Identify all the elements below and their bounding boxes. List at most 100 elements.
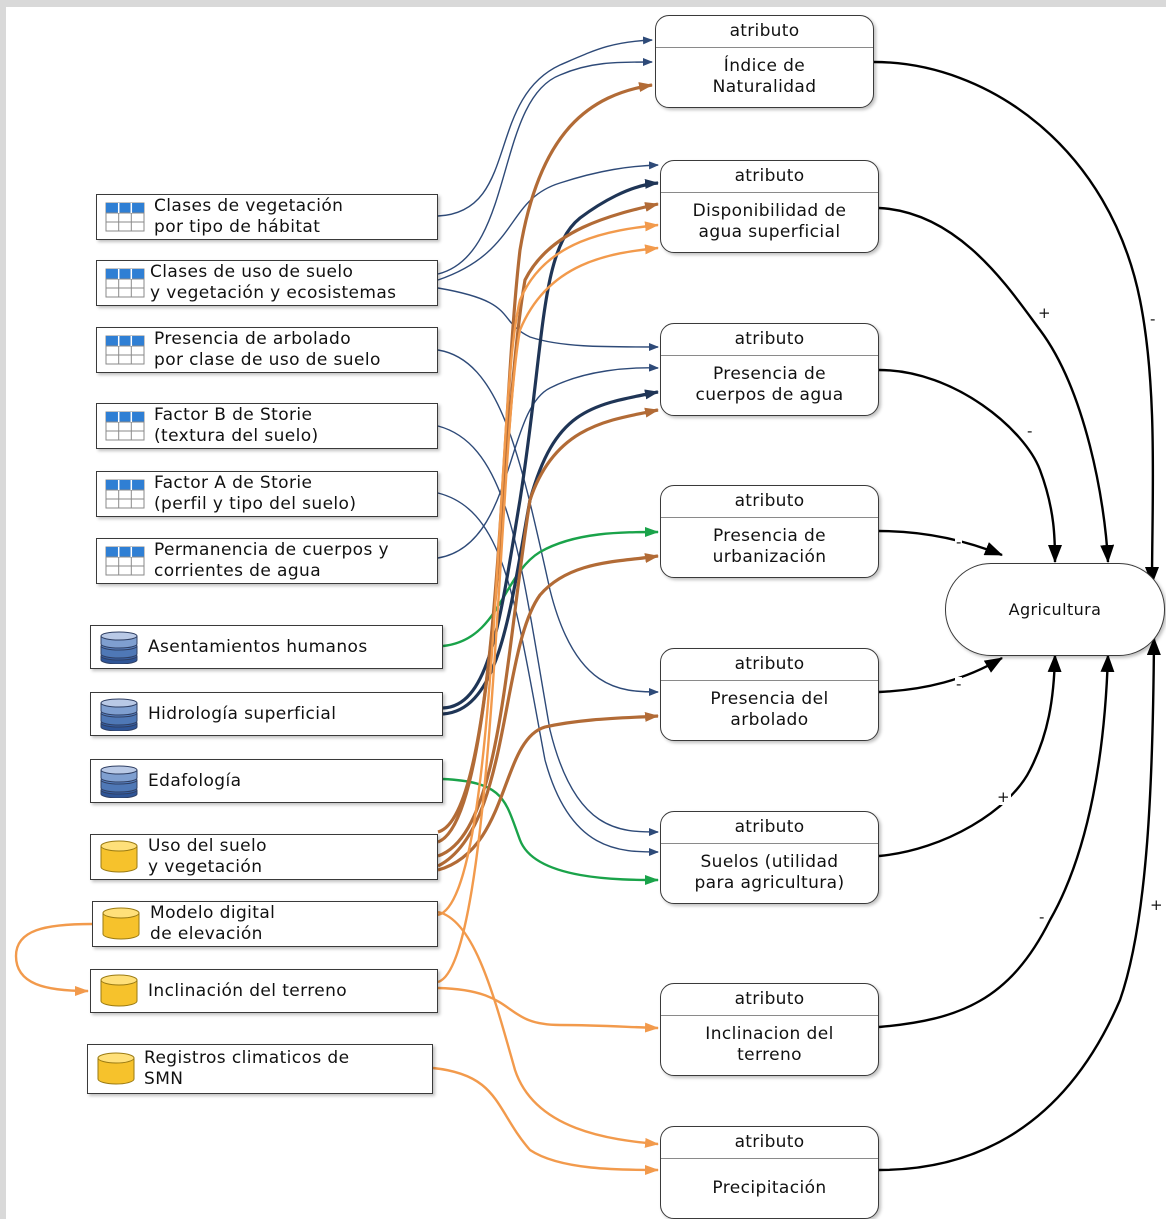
edge-naturalidad-to-agricultura: [873, 60, 1160, 585]
sign-precipitacion: +: [1149, 896, 1164, 914]
edge-arbolado-to-arbolado_attr: [437, 349, 659, 696]
source-permanencia: Permanencia de cuerpos y corrientes de a…: [96, 538, 438, 584]
source-label: Permanencia de cuerpos y corrientes de a…: [154, 540, 390, 581]
sign-suelos: +: [996, 788, 1011, 806]
attribute-agua-superficial: atributo Disponibilidad de agua superfic…: [660, 160, 879, 253]
edge-agua_sup-to-agricultura: [878, 206, 1115, 563]
edge-asentamientos-to-urbanizacion: [442, 527, 659, 648]
sign-urbanizacion: -: [955, 533, 963, 551]
edge-uso_suelo-to-arbolado_attr: [437, 711, 659, 872]
target-agricultura: Agricultura: [945, 563, 1165, 656]
attribute-label: Suelos (utilidad para agricultura): [694, 852, 845, 893]
database-icon: [99, 840, 139, 874]
table-icon: [105, 266, 145, 300]
source-mde: Modelo digital de elevación: [92, 901, 438, 947]
attribute-header: atributo: [661, 161, 878, 193]
attribute-precipitacion: atributo Precipitación: [660, 1126, 879, 1219]
sign-agua-superficial: +: [1037, 304, 1052, 322]
layers-icon: [99, 764, 139, 799]
edge-inclinacion-to-agricultura: [878, 654, 1115, 1029]
edge-uso_suelo-to-agua_sup: [437, 202, 659, 844]
attribute-label: Presencia del arbolado: [710, 689, 829, 730]
edge-inclinacion_src-to-inclinacion: [437, 986, 659, 1033]
source-label: Hidrología superficial: [148, 703, 337, 724]
edge-smn-to-precipitacion: [432, 1066, 659, 1175]
layers-icon: [99, 630, 139, 665]
edge-uso_veg_eco-to-agua_sup: [437, 161, 659, 281]
edge-storie_a-to-suelos: [437, 492, 659, 856]
table-icon: [105, 333, 145, 367]
attribute-label: Presencia de cuerpos de agua: [695, 364, 844, 405]
attribute-cuerpos-agua: atributo Presencia de cuerpos de agua: [660, 323, 879, 416]
attribute-header: atributo: [661, 649, 878, 681]
edge-inclinacion_src-to-agua_sup: [437, 244, 659, 984]
database-icon: [96, 1052, 136, 1086]
sign-cuerpos-agua: -: [1026, 422, 1034, 440]
edge-cuerpos-to-agricultura: [878, 368, 1062, 563]
table-icon: [105, 544, 145, 578]
attribute-suelos: atributo Suelos (utilidad para agricultu…: [660, 811, 879, 904]
source-label: Inclinación del terreno: [148, 980, 348, 1001]
attribute-label: Presencia de urbanización: [712, 526, 827, 567]
table-icon: [105, 200, 145, 234]
source-arbolado: Presencia de arbolado por clase de uso d…: [96, 327, 438, 373]
source-smn: Registros climaticos de SMN: [87, 1044, 433, 1094]
attribute-label: Inclinacion del terreno: [705, 1024, 834, 1065]
source-label: Clases de vegetación por tipo de hábitat: [154, 196, 344, 237]
source-label: Registros climaticos de SMN: [144, 1048, 350, 1089]
source-label: Factor A de Storie (perfil y tipo del su…: [154, 473, 357, 514]
attribute-urbanizacion: atributo Presencia de urbanización: [660, 485, 879, 578]
sign-naturalidad: -: [1149, 310, 1157, 328]
edge-precipitacion-to-agricultura: [878, 637, 1161, 1172]
source-label: Asentamientos humanos: [148, 636, 368, 657]
table-icon: [105, 477, 145, 511]
source-uso-suelo: Uso del suelo y vegetación: [90, 834, 438, 880]
source-label: Uso del suelo y vegetación: [148, 836, 267, 877]
source-label: Presencia de arbolado por clase de uso d…: [154, 329, 381, 370]
source-storie-b: Factor B de Storie (textura del suelo): [96, 403, 438, 449]
attribute-label: Disponibilidad de agua superficial: [692, 201, 847, 242]
attribute-label: Precipitación: [712, 1177, 827, 1198]
edge-mde-to-agua_sup: [437, 221, 659, 917]
edge-urbanizacion-to-agricultura: [878, 529, 1003, 557]
attribute-header: atributo: [661, 984, 878, 1016]
edge-suelos-to-agricultura: [878, 654, 1062, 858]
attribute-naturalidad: atributo Índice de Naturalidad: [655, 15, 874, 108]
edge-uso_suelo-to-urbanizacion: [437, 553, 659, 868]
edge-uso_veg_eco-to-cuerpos: [437, 287, 659, 351]
source-uso-veg-ecosistemas: Clases de uso de suelo y vegetación y ec…: [96, 260, 438, 306]
attribute-header: atributo: [661, 812, 878, 844]
attribute-header: atributo: [661, 324, 878, 356]
edge-storie_b-to-suelos: [437, 425, 659, 836]
source-label: Factor B de Storie (textura del suelo): [154, 405, 319, 446]
edge-uso_veg_eco-to-naturalidad: [437, 58, 653, 275]
attribute-header: atributo: [661, 1127, 878, 1159]
source-veg-habitat: Clases de vegetación por tipo de hábitat: [96, 194, 438, 240]
table-icon: [105, 409, 145, 443]
source-storie-a: Factor A de Storie (perfil y tipo del su…: [96, 471, 438, 517]
attribute-header: atributo: [661, 486, 878, 518]
source-label: Edafología: [148, 770, 242, 791]
source-asentamientos: Asentamientos humanos: [90, 625, 443, 669]
target-label: Agricultura: [1008, 600, 1102, 619]
edge-hidrologia-to-cuerpos: [442, 389, 659, 716]
edge-arbolado_attr-to-agricultura: [878, 656, 1003, 694]
database-icon: [101, 907, 141, 941]
edge-uso_suelo-to-cuerpos: [437, 407, 659, 858]
source-edafologia: Edafología: [90, 759, 443, 803]
edge-mde-to-precipitacion: [437, 910, 659, 1148]
attribute-label: Índice de Naturalidad: [712, 56, 817, 97]
attribute-arbolado: atributo Presencia del arbolado: [660, 648, 879, 741]
source-inclinacion: Inclinación del terreno: [90, 969, 438, 1013]
edge-permanencia-to-cuerpos: [437, 363, 659, 559]
source-label: Clases de uso de suelo y vegetación y ec…: [150, 262, 397, 303]
sign-inclinacion: -: [1038, 908, 1046, 926]
sign-arbolado: -: [955, 675, 963, 693]
edge-mde-to-inclinacion_src: [14, 922, 93, 996]
database-icon: [99, 974, 139, 1008]
edge-veg_habitat-to-naturalidad: [437, 36, 653, 217]
attribute-header: atributo: [656, 16, 873, 48]
source-hidrologia: Hidrología superficial: [90, 692, 443, 736]
attribute-inclinacion: atributo Inclinacion del terreno: [660, 983, 879, 1076]
